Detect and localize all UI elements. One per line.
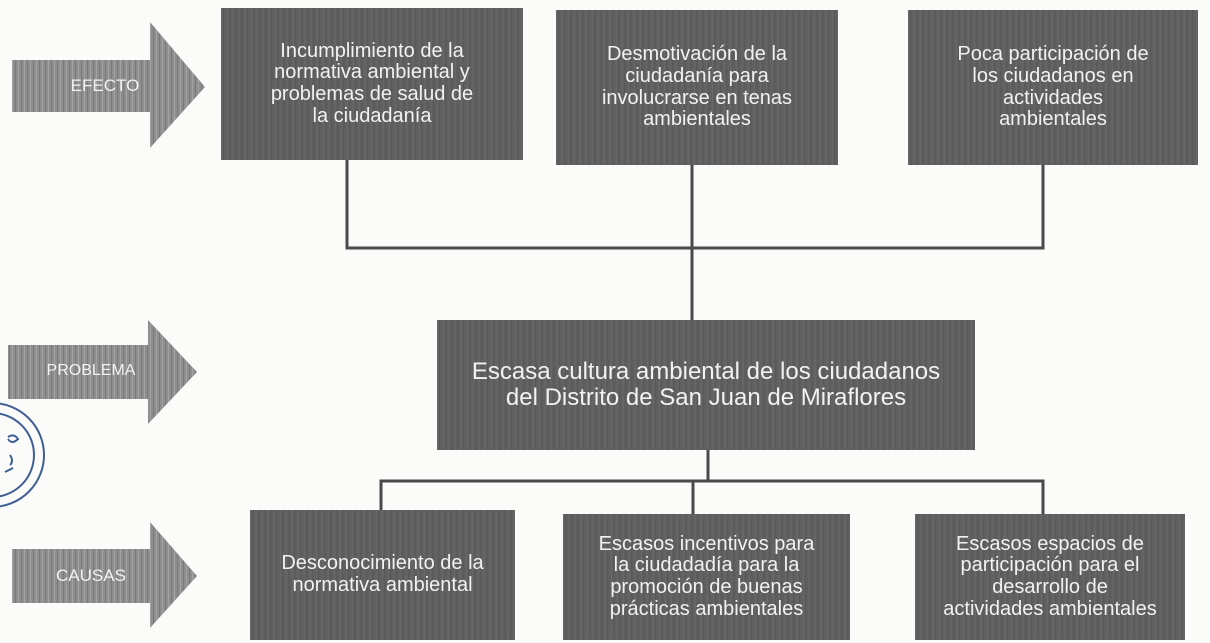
effect-box-1-text: Incumplimiento de la normativa ambiental… [270, 39, 474, 127]
cause-box-2: Escasos incentivos para la ciudadadía pa… [563, 514, 850, 640]
cause-connectors [379, 450, 1045, 514]
effect-connectors [345, 160, 1045, 320]
problem-label: PROBLEMA [46, 362, 136, 379]
stamp-seal [0, 402, 45, 508]
cause-box-3: Escasos espacios de participación para e… [915, 514, 1185, 640]
cause-box-1-text: Desconocimiento de la normativa ambienta… [281, 552, 484, 596]
problem-box: Escasa cultura ambiental de los ciudadan… [437, 320, 975, 450]
cause-box-2-text: Escasos incentivos para la ciudadadía pa… [598, 532, 815, 620]
effect-arrow [12, 22, 205, 148]
effect-box-3: Poca participación de los ciudadanos en … [908, 10, 1198, 165]
cause-connector-bar [379, 479, 1045, 514]
causes-label: CAUSAS [56, 566, 126, 585]
effect-box-2: Desmotivación de la ciudadanía para invo… [556, 10, 838, 165]
effect-connector-left [345, 160, 1045, 250]
cause-box-3-text: Escasos espacios de participación para e… [943, 532, 1157, 620]
effect-box-1: Incumplimiento de la normativa ambiental… [221, 8, 523, 160]
cause-box-1: Desconocimiento de la normativa ambienta… [250, 510, 515, 640]
effect-box-2-text: Desmotivación de la ciudadanía para invo… [601, 43, 793, 131]
effect-label: EFECTO [70, 76, 140, 95]
problem-arrow [8, 320, 197, 424]
effect-box-3-text: Poca participación de los ciudadanos en … [957, 43, 1149, 131]
causes-arrow [12, 522, 197, 628]
problem-box-text: Escasa cultura ambiental de los ciudadan… [471, 358, 941, 411]
